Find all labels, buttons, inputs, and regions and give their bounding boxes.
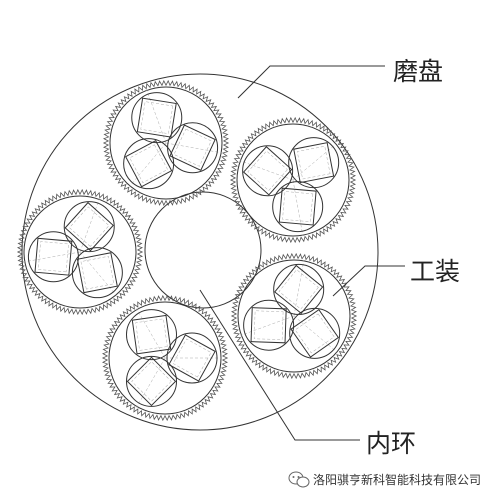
carrier-guide-line: [240, 315, 295, 336]
square-workpiece: [168, 334, 216, 382]
square-workpiece: [136, 97, 177, 138]
workpiece-inner-outline: [294, 313, 335, 354]
workpiece-pocket: [273, 263, 325, 315]
carrier-guide-line: [292, 143, 337, 181]
workpiece-inner-outline: [80, 255, 115, 290]
carrier-body: [109, 86, 223, 200]
carrier-body: [23, 195, 137, 309]
square-workpiece: [293, 142, 335, 184]
workpiece-inner-outline: [129, 144, 168, 183]
fixture-carrier: [101, 294, 229, 422]
fixture-carrier: [230, 252, 358, 380]
workpiece-inner-outline: [278, 269, 319, 310]
workpiece-pocket: [63, 201, 115, 253]
carrier-gear-rim: [16, 188, 144, 316]
leader-line-fixture: [332, 265, 405, 297]
workpiece-inner-outline: [172, 338, 212, 378]
wechat-icon: [288, 471, 310, 488]
watermark: 洛阳骐亨新科智能科技有限公司: [288, 471, 481, 488]
square-workpiece: [242, 146, 293, 196]
fixture-carrier: [16, 188, 144, 316]
label-grinding-disc: 磨盘: [393, 57, 443, 86]
square-workpiece: [126, 356, 177, 407]
leader-line-inner-ring: [199, 289, 360, 441]
carrier-gear-rim: [101, 294, 229, 422]
grinding-disc-outline: [21, 73, 379, 431]
workpiece-pocket: [123, 138, 175, 190]
carrier-guide-line: [239, 160, 294, 181]
carrier-guide-line: [146, 89, 167, 144]
workpiece-pocket: [126, 309, 177, 361]
square-workpiece: [250, 307, 287, 344]
carrier-guide-line: [293, 259, 305, 317]
square-workpiece: [278, 187, 317, 226]
square-workpiece: [169, 124, 216, 171]
workpiece-inner-outline: [296, 145, 331, 180]
carrier-guide-line: [136, 308, 166, 359]
square-workpiece: [290, 308, 340, 358]
carrier-gear-rim: [230, 252, 358, 380]
workpiece-pocket: [166, 332, 218, 384]
workpiece-pocket: [131, 92, 183, 144]
workpiece-pocket: [288, 137, 340, 189]
workpiece-pocket: [126, 355, 177, 407]
square-workpiece: [64, 201, 114, 252]
square-workpiece: [124, 140, 173, 188]
carrier-body: [237, 259, 351, 373]
inner-ring-outline: [144, 191, 262, 309]
carrier-guide-line: [293, 315, 338, 353]
square-workpiece: [274, 264, 324, 315]
square-workpiece: [34, 237, 73, 276]
carrier-guide-line: [79, 251, 117, 296]
workpiece-inner-outline: [69, 206, 110, 247]
fixture-carriers: [16, 79, 358, 422]
carrier-guide-line: [136, 357, 166, 408]
workpiece-pocket: [242, 145, 294, 197]
label-fixture: 工装: [410, 257, 460, 286]
fixture-carrier: [229, 116, 357, 244]
carrier-guide-line: [292, 179, 304, 237]
watermark-text: 洛阳骐亨新科智能科技有限公司: [313, 472, 481, 487]
leader-line-grinding-disc: [237, 65, 385, 99]
workpiece-inner-outline: [282, 191, 314, 223]
carrier-guide-line: [165, 142, 223, 154]
workpiece-inner-outline: [135, 318, 168, 351]
workpiece-pocket: [243, 299, 295, 351]
square-workpiece: [131, 314, 172, 355]
workpiece-inner-outline: [37, 241, 69, 273]
carrier-guide-line: [79, 198, 100, 253]
square-workpiece: [76, 252, 118, 294]
workpiece-pocket: [71, 247, 123, 299]
fixture-carrier: [102, 79, 230, 207]
label-inner-ring: 内环: [366, 429, 416, 458]
workpiece-inner-outline: [253, 310, 284, 340]
workpiece-inner-outline: [140, 101, 174, 134]
carrier-body: [236, 123, 350, 237]
workpiece-inner-outline: [247, 150, 288, 191]
workpiece-inner-outline: [173, 128, 212, 167]
workpiece-inner-outline: [131, 361, 172, 402]
carrier-guide-line: [23, 251, 81, 263]
carrier-gear-rim: [229, 116, 357, 244]
carrier-guide-line: [129, 142, 167, 187]
carrier-gear-rim: [102, 79, 230, 207]
